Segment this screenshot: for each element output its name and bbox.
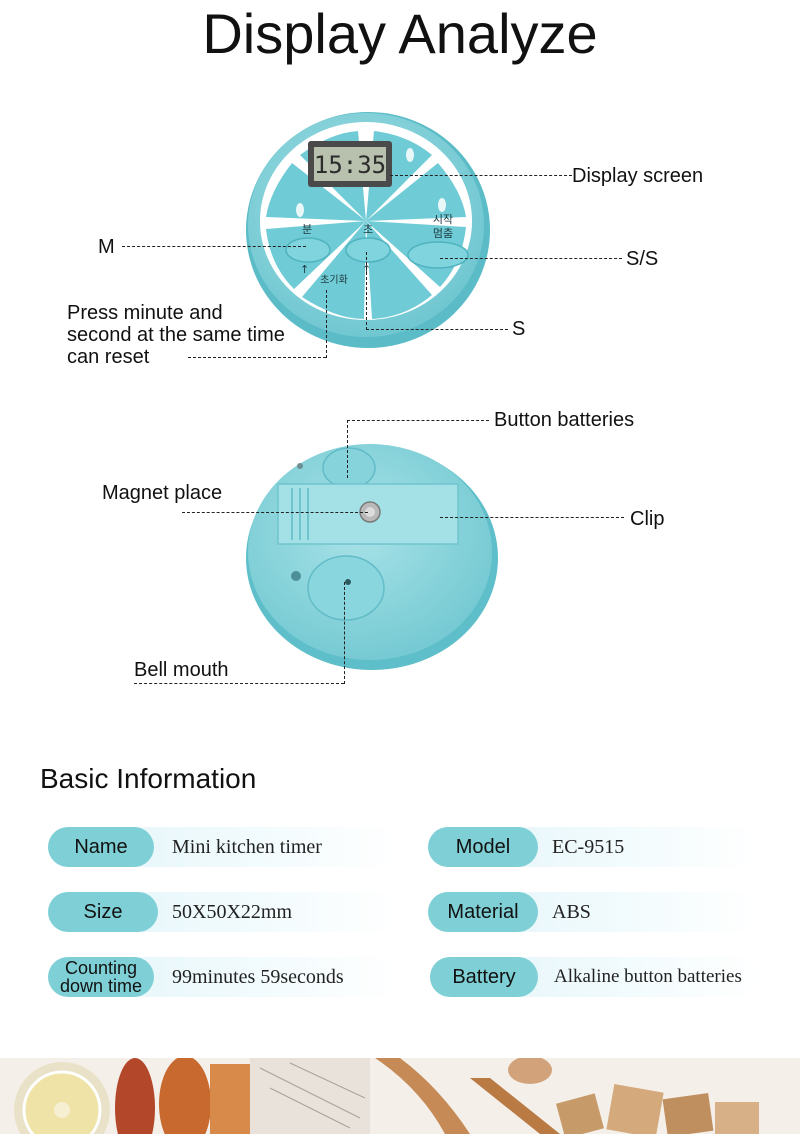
info-label-countdown: Counting down time xyxy=(48,957,154,997)
batteries-leader-vline xyxy=(347,420,348,478)
info-row-size: Size 50X50X22mm xyxy=(48,892,398,932)
reset-callout-line-3: can reset xyxy=(67,346,150,368)
m-leader-line xyxy=(122,246,306,247)
magnet-leader-line xyxy=(182,512,368,513)
info-row-battery: Battery Alkaline button batteries xyxy=(430,957,760,997)
reset-label: 초기화 xyxy=(320,274,348,286)
info-value-size: 50X50X22mm xyxy=(172,900,292,923)
info-value-material: ABS xyxy=(552,900,591,923)
info-label-material: Material xyxy=(428,892,538,932)
s-leader-vline xyxy=(366,252,367,330)
info-row-material: Material ABS xyxy=(428,892,758,932)
reset-leader-vline xyxy=(326,290,327,358)
bell-leader-vline xyxy=(344,582,345,684)
s-callout: S xyxy=(512,318,526,340)
startstop-button[interactable] xyxy=(407,241,469,269)
second-button[interactable] xyxy=(345,237,391,263)
basic-information-heading: Basic Information xyxy=(40,763,257,794)
battery-cover xyxy=(322,447,376,489)
bell-leader-line xyxy=(134,683,344,684)
ss-leader-line xyxy=(440,258,622,259)
startstop-label-1: 시작 xyxy=(433,213,453,226)
bell-mouth-callout: Bell mouth xyxy=(134,659,229,681)
timer-back-image xyxy=(246,444,498,670)
minute-button[interactable] xyxy=(285,237,331,263)
ss-callout: S/S xyxy=(626,248,659,270)
page-title: Display Analyze xyxy=(202,2,598,65)
food-photo-strip xyxy=(0,1058,800,1134)
info-label-countdown-line-2: down time xyxy=(59,976,143,996)
info-label-model: Model xyxy=(428,827,538,867)
info-label-size: Size xyxy=(48,892,158,932)
magnet-place-callout: Magnet place xyxy=(102,482,223,504)
startstop-label-2: 멈춤 xyxy=(433,227,453,240)
reset-leader-line xyxy=(188,357,326,358)
button-batteries-callout: Button batteries xyxy=(494,409,635,431)
display-leader-line xyxy=(390,175,572,176)
clip-leader-line xyxy=(440,517,624,518)
display-screen-callout: Display screen xyxy=(572,165,704,187)
bell-mouth xyxy=(307,555,385,621)
info-row-countdown: Counting down time 99minutes 59seconds xyxy=(48,957,398,997)
timer-front-image: 15:35 분 초 시작 멈춤 ↑ ↑ 초기화 xyxy=(246,112,490,348)
info-value-battery: Alkaline button batteries xyxy=(554,966,742,987)
info-label-name: Name xyxy=(48,827,154,867)
info-row-name: Name Mini kitchen timer xyxy=(48,827,398,867)
second-button-label: 초 xyxy=(363,223,373,236)
s-leader-line xyxy=(366,329,508,330)
minute-button-label: 분 xyxy=(302,223,312,236)
reset-callout-line-1: Press minute and xyxy=(67,302,223,324)
info-label-battery: Battery xyxy=(430,957,538,997)
info-value-model: EC-9515 xyxy=(552,835,625,858)
reset-callout-line-2: second at the same time xyxy=(67,324,285,346)
lcd-readout: 15:35 xyxy=(314,151,386,179)
info-value-countdown: 99minutes 59seconds xyxy=(172,965,344,988)
reset-arrow-left-icon: ↑ xyxy=(300,263,309,276)
info-value-name: Mini kitchen timer xyxy=(172,835,322,858)
clip-callout: Clip xyxy=(630,508,665,530)
info-row-model: Model EC-9515 xyxy=(428,827,758,867)
batteries-leader-line xyxy=(347,420,489,421)
info-label-countdown-line-1: Counting xyxy=(64,958,138,978)
m-callout: M xyxy=(98,236,115,258)
